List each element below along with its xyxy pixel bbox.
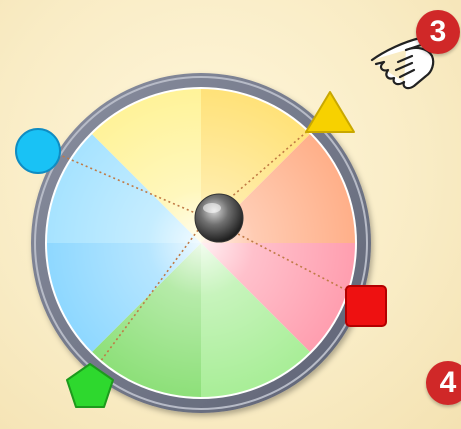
wheel-saturation-fade (49, 91, 353, 395)
center-knob[interactable] (195, 194, 243, 242)
triangle-handle[interactable] (306, 92, 354, 132)
center-knob-shine (203, 203, 221, 213)
square-handle[interactable] (346, 286, 386, 326)
circle-handle[interactable] (16, 129, 60, 173)
step-3-badge: 3 (416, 10, 460, 54)
